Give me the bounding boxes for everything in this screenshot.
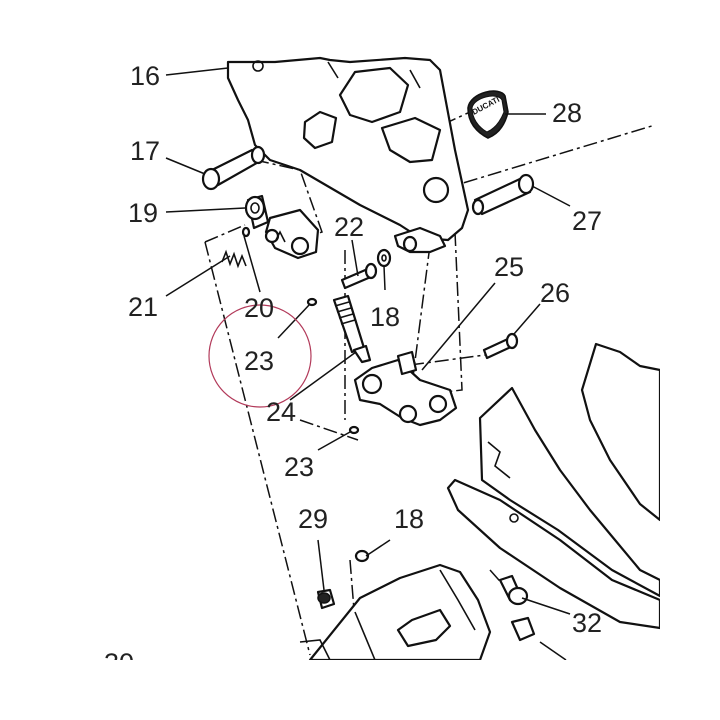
callout-22: 22 xyxy=(334,212,364,242)
callout-21: 21 xyxy=(128,292,158,322)
spring-21 xyxy=(221,226,251,269)
pin-27 xyxy=(471,173,535,216)
callout-29: 29 xyxy=(298,504,328,534)
pin-17 xyxy=(201,145,266,191)
callout-23-lower: 23 xyxy=(284,452,314,482)
callout-labels: 16 17 19 21 20 22 18 23 24 23 25 26 27 2… xyxy=(104,61,602,678)
threaded-rod-24 xyxy=(332,294,372,364)
callout-18-upper: 18 xyxy=(370,302,400,332)
bolt-22 xyxy=(340,262,378,290)
ring-23-upper xyxy=(306,297,318,307)
crop-mask-right xyxy=(660,0,720,720)
ring-23-lower xyxy=(348,425,360,435)
side-cover xyxy=(446,342,662,630)
washer-18-lower xyxy=(354,549,370,563)
callout-26: 26 xyxy=(540,278,570,308)
lower-bracket xyxy=(299,563,492,662)
crop-mask-bottom xyxy=(0,660,720,720)
leader-lines xyxy=(165,67,571,661)
pivot-bushing xyxy=(402,235,418,253)
washer-18-upper xyxy=(376,248,392,268)
linkage-25 xyxy=(353,350,458,427)
callout-19: 19 xyxy=(128,198,158,228)
callout-16: 16 xyxy=(130,61,160,91)
main-bracket-plate xyxy=(226,56,470,254)
screw-26 xyxy=(482,332,519,360)
highlight-circle xyxy=(208,304,312,408)
callout-32: 32 xyxy=(572,608,602,638)
callout-23-highlighted: 23 xyxy=(244,346,274,376)
bumper-32 xyxy=(498,574,536,642)
callout-25: 25 xyxy=(494,252,524,282)
callout-27: 27 xyxy=(572,206,602,236)
pedal-link xyxy=(264,208,320,260)
callout-17: 17 xyxy=(130,136,160,166)
callout-18-lower: 18 xyxy=(394,504,424,534)
callout-20: 20 xyxy=(244,293,274,323)
bushing-19 xyxy=(244,194,270,230)
callout-28: 28 xyxy=(552,98,582,128)
callout-24: 24 xyxy=(266,397,296,427)
screw-29 xyxy=(316,588,336,610)
ducati-badge: DUCATI xyxy=(467,90,509,139)
